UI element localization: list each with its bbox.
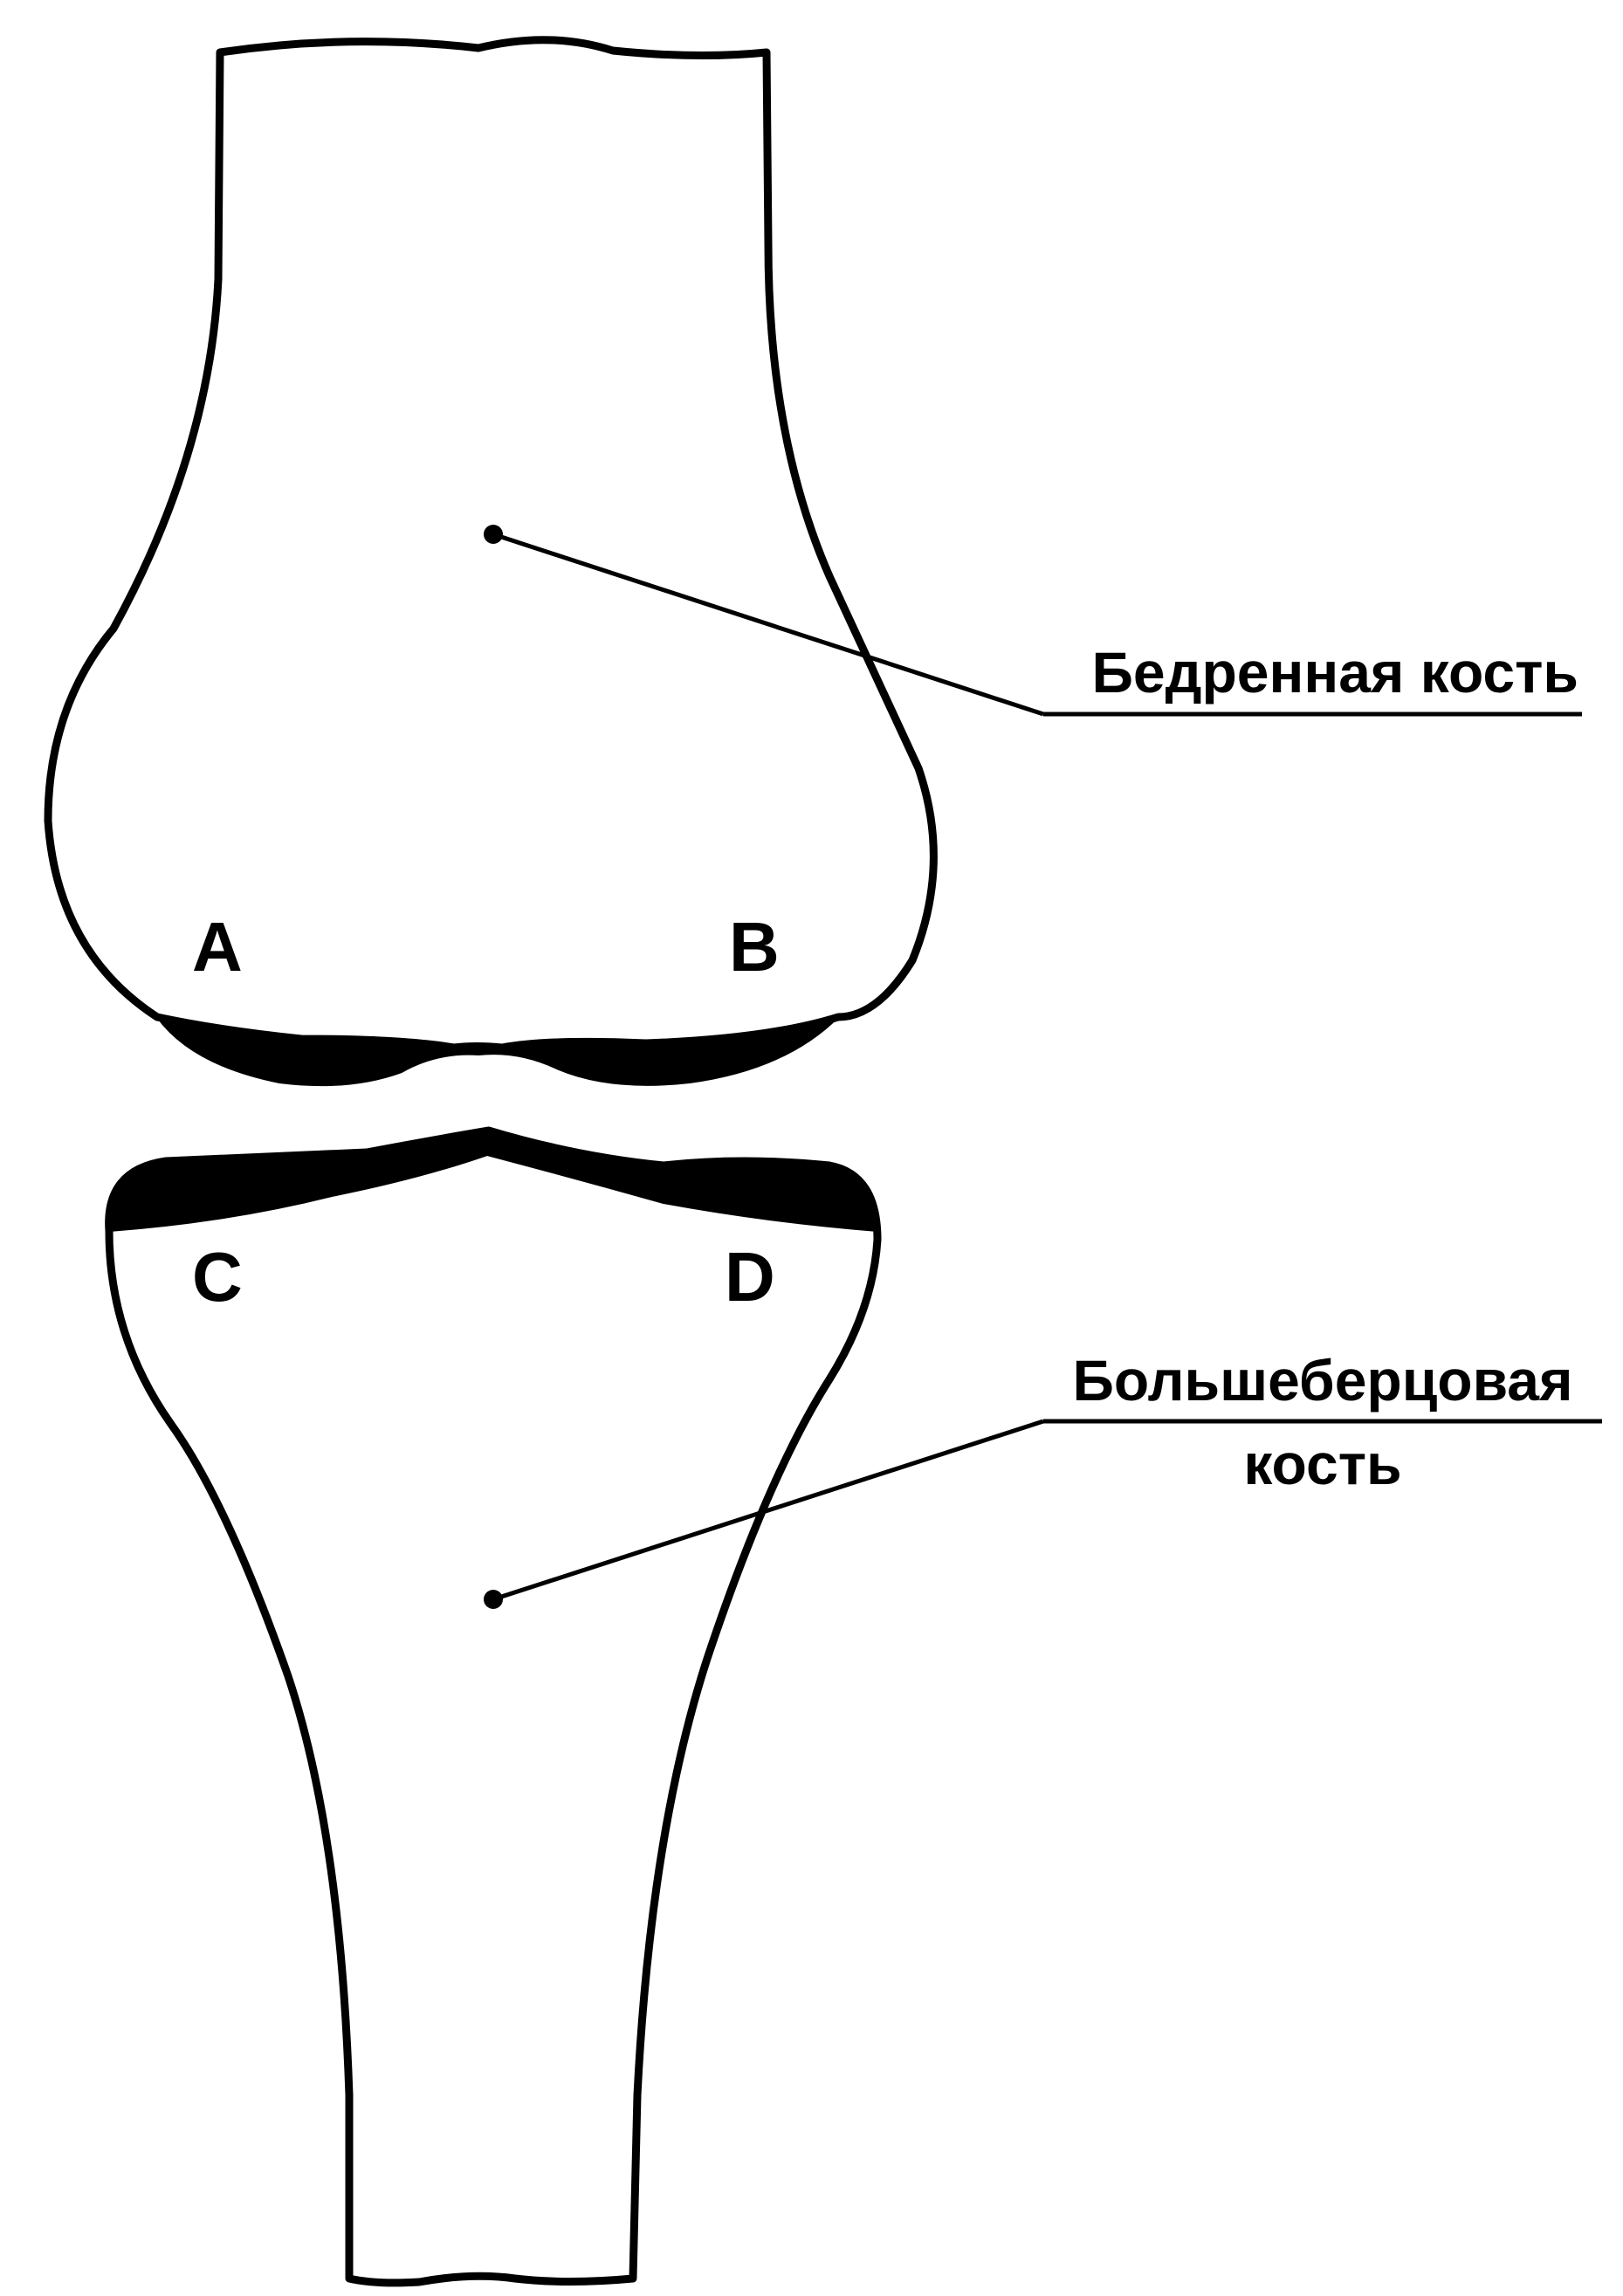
femur-outline xyxy=(48,40,933,1048)
condyle-label-a: A xyxy=(192,908,243,986)
femur-label: Бедренная кость xyxy=(1091,640,1578,705)
tibia-label-line1: Большеберцовая xyxy=(1072,1348,1572,1413)
condyle-label-c: C xyxy=(192,1238,243,1316)
condyle-label-b: B xyxy=(729,908,780,986)
femur-leader-line xyxy=(493,534,1043,714)
tibia-label-line2: кость xyxy=(1243,1432,1401,1496)
condyle-label-d: D xyxy=(725,1238,775,1316)
tibia-cartilage xyxy=(109,1131,877,1231)
tibia-leader-line xyxy=(493,1421,1043,1599)
femur-cartilage xyxy=(157,1017,838,1085)
